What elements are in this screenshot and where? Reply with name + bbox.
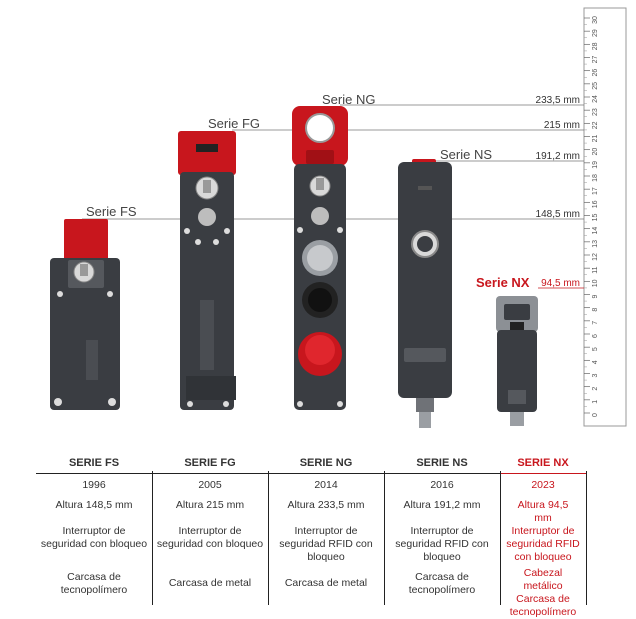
- ruler-number: 25: [592, 82, 599, 90]
- column-height: Altura 94,5 mm: [517, 499, 569, 524]
- ruler-number: 9: [592, 294, 599, 298]
- ruler-number: 3: [592, 373, 599, 377]
- ruler-number: 16: [592, 200, 599, 208]
- ruler-number: 24: [592, 95, 599, 103]
- series-label-fs: Serie FS: [86, 204, 137, 219]
- height-label-fg: 215 mm: [543, 120, 580, 131]
- ruler-number: 6: [592, 334, 599, 338]
- header-underline-fs: [36, 473, 152, 474]
- ruler-number: 17: [592, 187, 599, 195]
- column-housing: Carcasa de tecnopolímero: [60, 571, 128, 596]
- column-divider: [586, 471, 587, 605]
- column-description: Interruptor de seguridad RFID con bloque…: [279, 525, 373, 563]
- column-housing: Carcasa de metal: [168, 577, 252, 589]
- ruler-ticks: 0123456789101112131415161718192021222324…: [584, 16, 599, 417]
- spec-column-fg: SERIE FG 2005 Altura 215 mm Interruptor …: [152, 455, 268, 607]
- column-divider: [500, 471, 501, 605]
- column-divider: [152, 471, 153, 605]
- spec-column-ns: SERIE NS 2016 Altura 191,2 mm Interrupto…: [384, 455, 500, 607]
- column-year: 2005: [198, 479, 222, 491]
- spec-column-ng: SERIE NG 2014 Altura 233,5 mm Interrupto…: [268, 455, 384, 607]
- ruler-number: 21: [592, 135, 599, 143]
- spec-column-fs: SERIE FS 1996 Altura 148,5 mm Interrupto…: [36, 455, 152, 607]
- header-underline-ng: [268, 473, 384, 474]
- column-year: 1996: [82, 479, 106, 491]
- spec-table: SERIE FS 1996 Altura 148,5 mm Interrupto…: [0, 455, 636, 619]
- spec-column-nx: SERIE NX 2023 Altura 94,5 mm Interruptor…: [500, 455, 586, 618]
- ruler-number: 7: [592, 321, 599, 325]
- device-fg: [178, 131, 236, 410]
- series-label-ng: Serie NG: [322, 92, 376, 107]
- height-label-nx: 94,5 mm: [541, 278, 580, 289]
- ruler: 0123456789101112131415161718192021222324…: [583, 7, 627, 427]
- ruler-number: 28: [592, 42, 599, 50]
- ruler-number: 11: [592, 266, 599, 273]
- column-description: Interruptor de seguridad con bloqueo: [40, 525, 148, 550]
- ruler-number: 13: [592, 240, 599, 248]
- device-ns: [398, 159, 452, 428]
- ruler-number: 8: [592, 308, 599, 312]
- column-housing: Cabezal metálico Carcasa de tecnopolímer…: [509, 567, 577, 618]
- column-description: Interruptor de seguridad RFID con bloque…: [506, 525, 580, 563]
- column-year: 2016: [430, 479, 454, 491]
- ruler-number: 19: [592, 161, 599, 169]
- column-height: Altura 148,5 mm: [55, 499, 133, 511]
- height-label-fs: 148,5 mm: [535, 209, 580, 220]
- ruler-number: 1: [592, 400, 599, 404]
- ruler-number: 26: [592, 69, 599, 77]
- ruler-body: [583, 7, 627, 427]
- device-ng: [292, 106, 348, 410]
- column-height: Altura 215 mm: [175, 499, 245, 511]
- column-heading: SERIE NG: [299, 457, 353, 469]
- column-year: 2023: [531, 479, 555, 491]
- column-year: 2014: [314, 479, 338, 491]
- series-label-ns: Serie NS: [440, 147, 493, 162]
- ruler-number: 0: [592, 413, 599, 417]
- ruler-number: 4: [592, 360, 599, 364]
- ruler-number: 10: [592, 279, 599, 287]
- ruler-number: 20: [592, 148, 599, 156]
- header-underline-fg: [152, 473, 268, 474]
- ruler-number: 29: [592, 29, 599, 37]
- column-height: Altura 233,5 mm: [287, 499, 365, 511]
- header-underline-ns: [384, 473, 500, 474]
- series-label-fg: Serie FG: [208, 116, 261, 131]
- device-fs: [50, 219, 120, 410]
- column-heading: SERIE NX: [517, 457, 569, 469]
- ruler-number: 27: [592, 56, 599, 64]
- column-description: Interruptor de seguridad con bloqueo: [156, 525, 264, 550]
- height-label-ns: 191,2 mm: [535, 151, 580, 162]
- ruler-number: 22: [592, 121, 599, 129]
- column-heading: SERIE NS: [416, 457, 468, 469]
- ruler-number: 15: [592, 214, 599, 222]
- ruler-number: 14: [592, 227, 599, 235]
- column-height: Altura 191,2 mm: [403, 499, 481, 511]
- column-divider: [384, 471, 385, 605]
- ruler-number: 18: [592, 174, 599, 182]
- column-heading: SERIE FG: [184, 457, 236, 469]
- column-heading: SERIE FS: [68, 457, 120, 469]
- ruler-number: 23: [592, 108, 599, 116]
- product-illustration: 0123456789101112131415161718192021222324…: [50, 7, 627, 428]
- column-housing: Carcasa de tecnopolímero: [408, 571, 476, 596]
- device-nx: [496, 296, 538, 426]
- column-housing: Carcasa de metal: [284, 577, 368, 589]
- ruler-number: 2: [592, 387, 599, 391]
- column-divider: [268, 471, 269, 605]
- ruler-number: 12: [592, 253, 599, 261]
- ruler-number: 30: [592, 16, 599, 24]
- series-label-nx: Serie NX: [476, 275, 530, 290]
- column-description: Interruptor de seguridad RFID con bloque…: [395, 525, 489, 563]
- ruler-number: 5: [592, 347, 599, 351]
- header-underline-nx: [500, 473, 586, 474]
- height-label-ng: 233,5 mm: [535, 95, 580, 106]
